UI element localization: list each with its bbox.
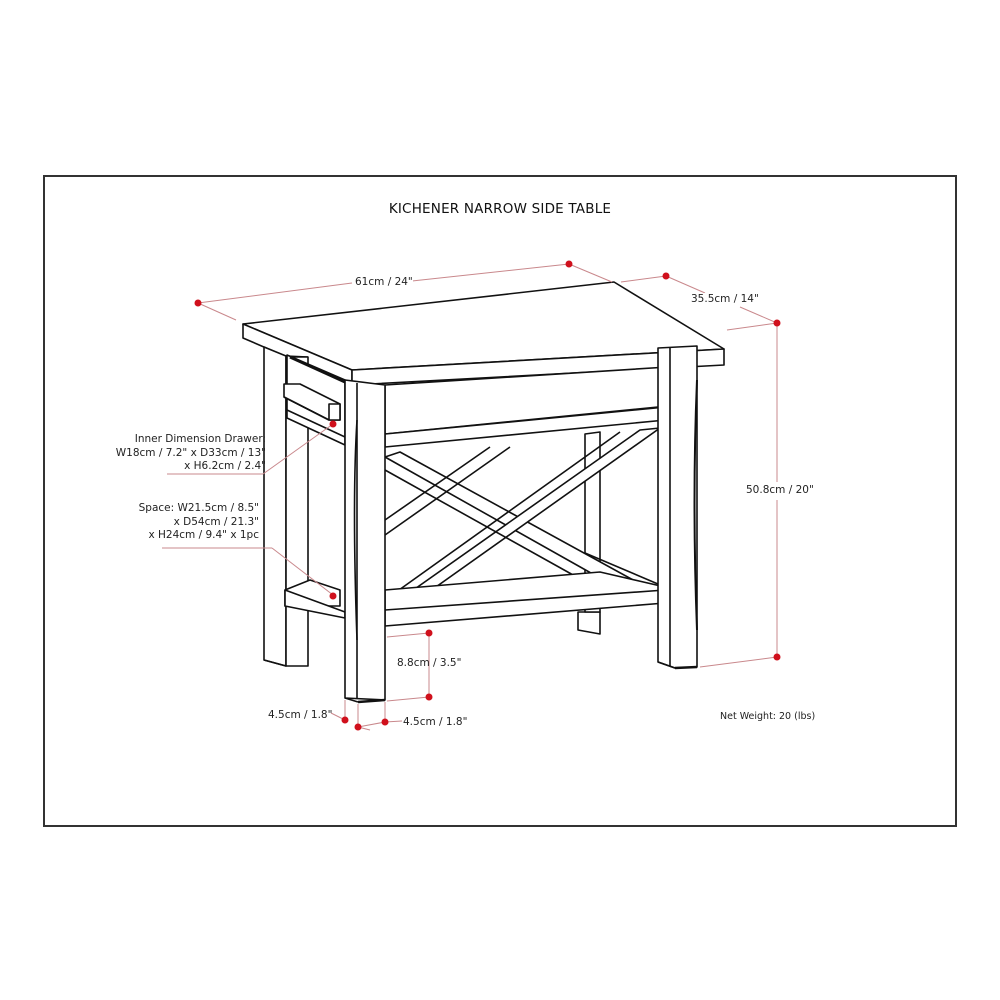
space-callout-line: x D54cm / 21.3" (173, 515, 259, 528)
net-weight-label: Net Weight: 20 (lbs) (720, 711, 816, 722)
space-callout-line: Space: W21.5cm / 8.5" (138, 502, 259, 514)
diagram-frame (43, 175, 957, 827)
dimension-lines (162, 263, 778, 731)
bottom-shelf (284, 552, 666, 627)
diagram-title: KICHENER NARROW SIDE TABLE (388, 201, 612, 217)
leg-front-right (657, 345, 698, 670)
leg-clearance-label: 8.8cm / 3.5" (397, 657, 462, 669)
drawer-callout-line: x H6.2cm / 2.4" (184, 460, 266, 472)
x-brace (384, 427, 661, 617)
width-dimension-label: 61cm / 24" (355, 276, 413, 289)
table-top (242, 281, 725, 386)
drawer-callout-line: Inner Dimension Drawer: (134, 433, 266, 445)
leg-width-side-label: 4.5cm / 1.8" (268, 709, 333, 721)
leg-width-front-label: 4.5cm / 1.8" (403, 716, 468, 728)
drawer-inner-dimension-callout: Inner Dimension Drawer: W18cm / 7.2" x D… (116, 433, 266, 474)
shelf-space-callout: Space: W21.5cm / 8.5" x D54cm / 21.3" x … (139, 502, 259, 543)
space-callout-line: x H24cm / 9.4" x 1pc (148, 529, 259, 541)
height-dimension-label: 50.8cm / 20" (746, 484, 814, 497)
leg-front-left (344, 379, 386, 704)
drawer-callout-line: W18cm / 7.2" x D33cm / 13" (115, 446, 266, 459)
depth-dimension-label: 35.5cm / 14" (691, 293, 759, 306)
dimension-dots (194, 260, 781, 731)
